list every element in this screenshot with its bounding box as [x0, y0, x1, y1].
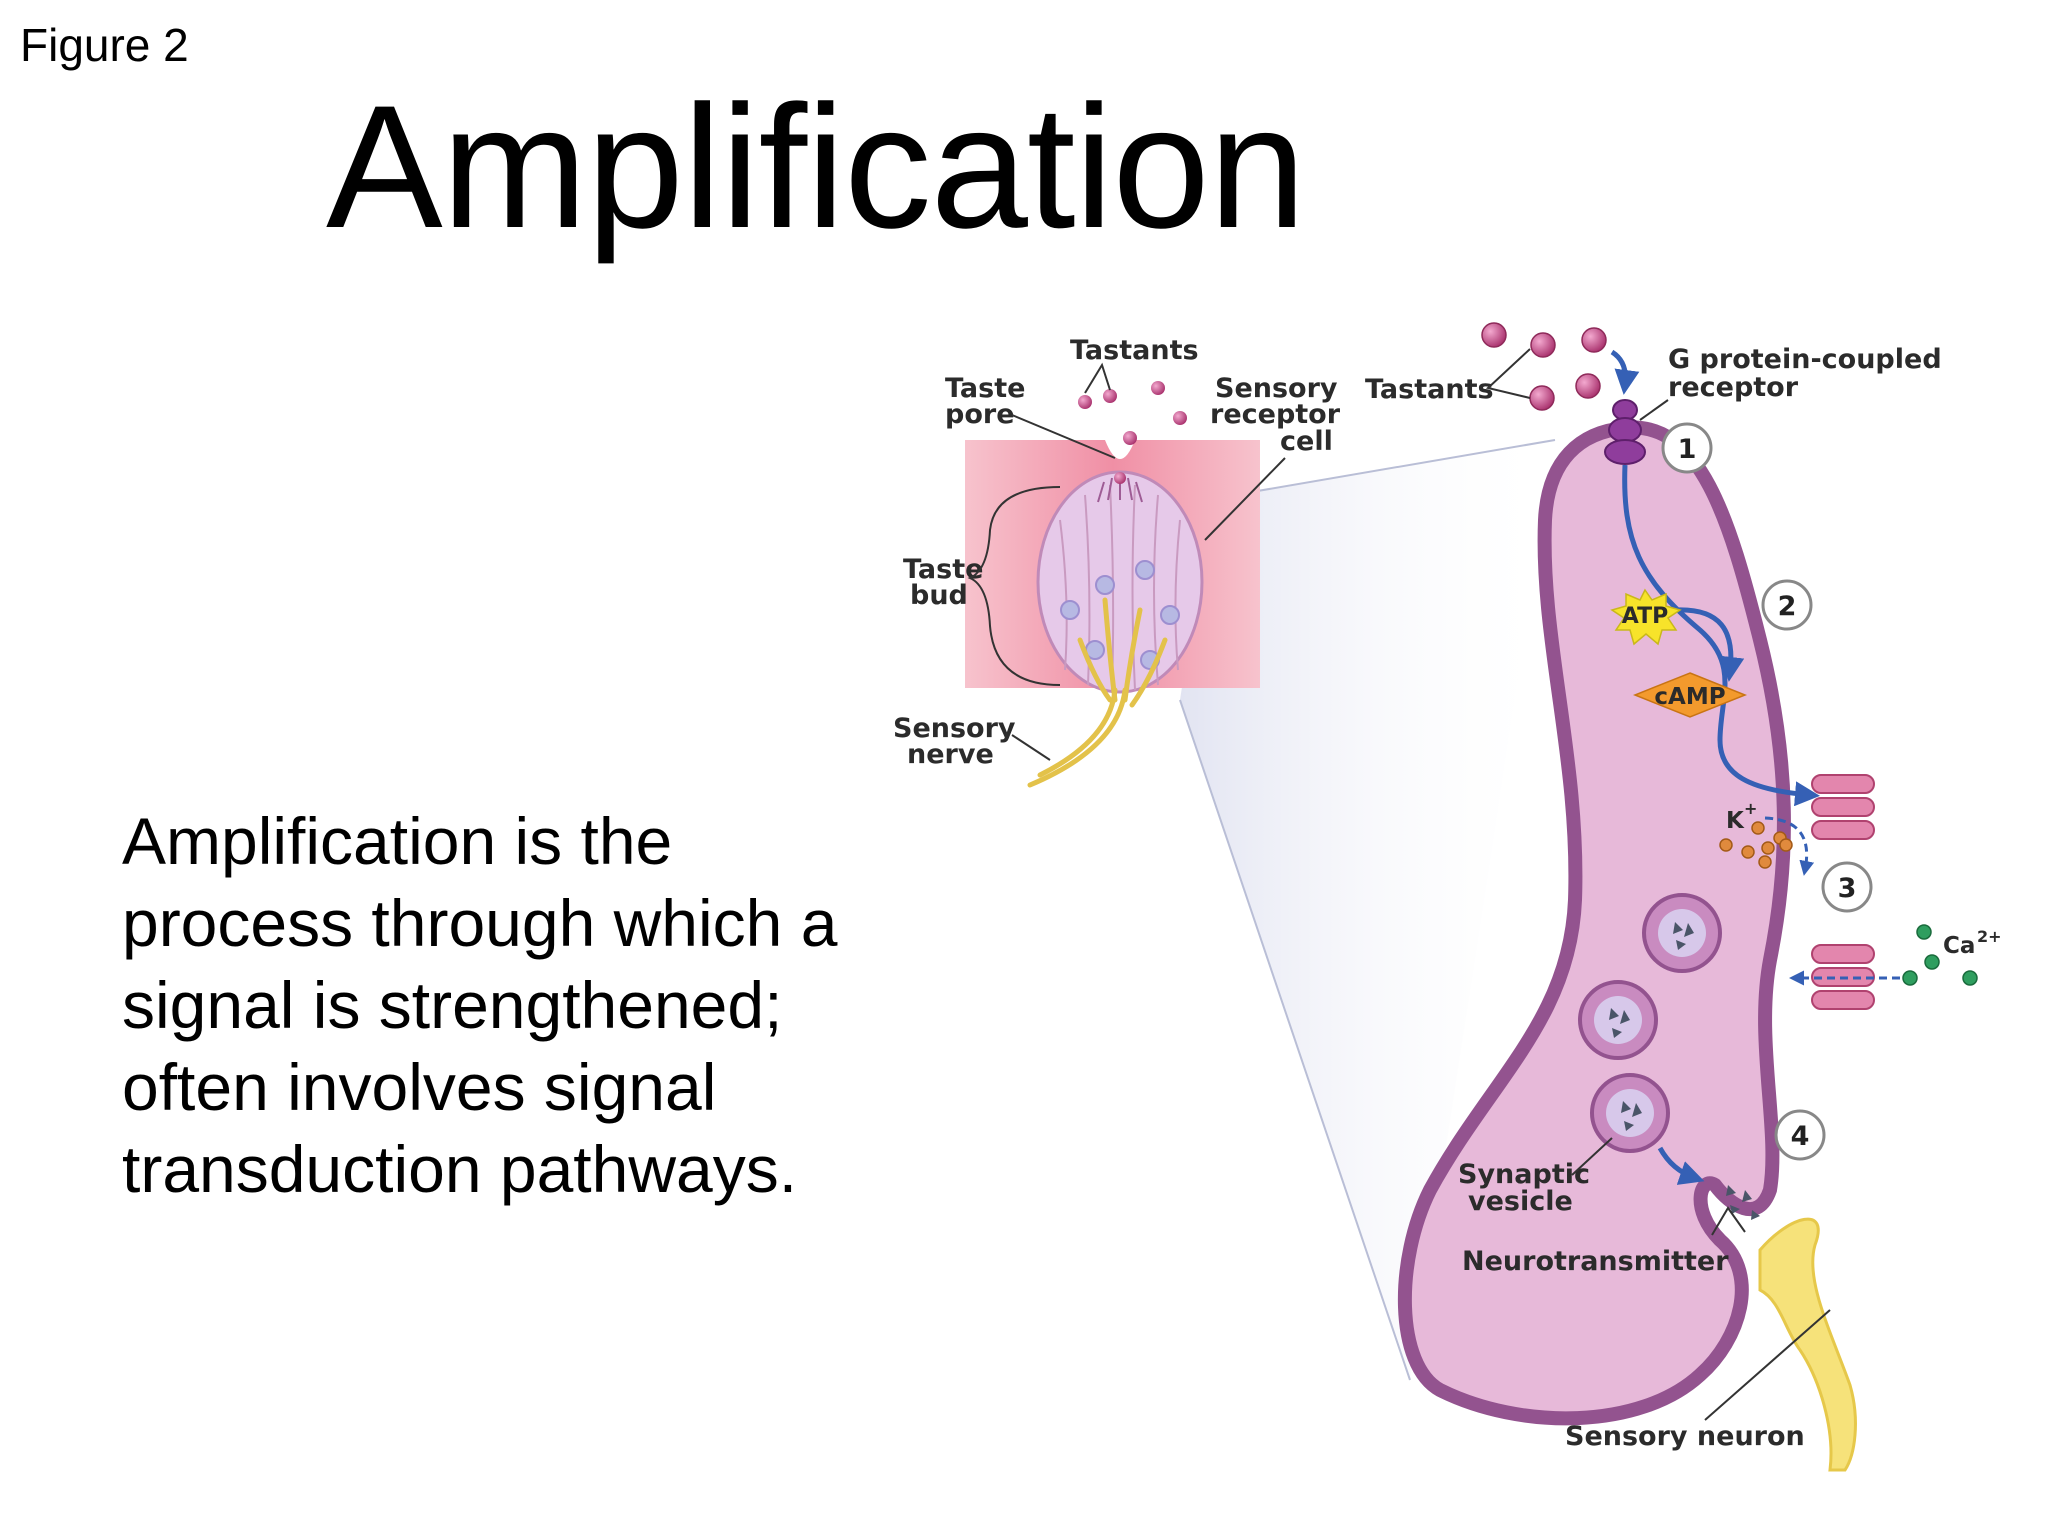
- svg-text:3: 3: [1838, 873, 1857, 904]
- sensory-nerve-leader: [1011, 734, 1051, 761]
- body-line: signal is strengthened;: [122, 968, 783, 1042]
- k-ion-superscript: +: [1744, 799, 1757, 818]
- calcium-ions: [1902, 924, 1978, 986]
- svg-text:2: 2: [1778, 591, 1797, 622]
- exocytosis-arrow: [1657, 1146, 1705, 1185]
- body-line: process through which a: [122, 886, 838, 960]
- neurotransmitter-leader: [1711, 1206, 1746, 1236]
- figure-label: Figure 2: [20, 19, 189, 71]
- sensory-neuron-label: Sensory neuron: [1565, 1421, 1805, 1452]
- step-badge-2: 2: [1761, 579, 1813, 631]
- sensory-receptor-leader: [1204, 457, 1286, 541]
- taste-bud-illustration: [965, 381, 1260, 788]
- tastants-label: Tastants: [1070, 335, 1199, 366]
- body-line: Amplification is the: [122, 804, 673, 878]
- neurotransmitter-molecules: [1609, 922, 1760, 1220]
- camp-label: cAMP: [1654, 684, 1725, 710]
- atp-burst: [1610, 588, 1682, 646]
- tastants-outside: [1481, 322, 1607, 411]
- neurotransmitter-label: Neurotransmitter: [1462, 1246, 1729, 1277]
- zoom-wedge: [1180, 440, 1555, 1380]
- atp-label: ATP: [1622, 604, 1668, 629]
- taste-bud-label: Taste: [903, 554, 983, 585]
- svg-text:4: 4: [1791, 1121, 1810, 1152]
- gpcr-label: receptor: [1668, 372, 1799, 403]
- cell-nuclei: [1060, 560, 1180, 670]
- atp-to-camp-arrow: [1674, 607, 1745, 682]
- gpcr-label: G protein-coupled: [1668, 344, 1942, 375]
- ca-ion-label: Ca: [1943, 933, 1975, 959]
- sensory-nerve-label: Sensory: [893, 713, 1016, 744]
- k-channel: [1811, 774, 1875, 840]
- synaptic-vesicle-label: Synaptic: [1458, 1159, 1590, 1190]
- body-line: often involves signal: [122, 1050, 717, 1124]
- synaptic-vesicle-label: vesicle: [1468, 1186, 1573, 1217]
- svg-text:1: 1: [1678, 434, 1697, 465]
- taste-bud-bracket: [967, 486, 1061, 686]
- tastants-leader-cell: [1485, 348, 1531, 399]
- taste-pore-leader: [1011, 414, 1116, 459]
- step-badge-4: 4: [1774, 1109, 1826, 1161]
- taste-pore-gap: [1105, 440, 1135, 459]
- tastant-binding-arrow: [1610, 349, 1640, 395]
- zoom-line: [1179, 699, 1411, 1381]
- taste-bud-labels: Tastants Taste pore Sensory receptor cel…: [893, 335, 1341, 770]
- synaptic-vesicles: [1578, 893, 1722, 1153]
- sensory-receptor-cell-label: receptor: [1210, 399, 1341, 430]
- step-badge-1: 1: [1661, 422, 1713, 474]
- taste-bud-label: bud: [910, 580, 968, 611]
- microvilli: [1097, 476, 1143, 503]
- sensory-receptor-cell-label: Sensory: [1215, 373, 1338, 404]
- sensory-nerve-label: nerve: [907, 739, 994, 770]
- taste-pore-label: Taste: [945, 373, 1025, 404]
- tastant-particles-small: [1078, 381, 1187, 484]
- k-efflux-arrow: [1764, 816, 1815, 876]
- tastants-label-cell: Tastants: [1365, 374, 1494, 405]
- ca-ion-superscript: 2+: [1977, 927, 2002, 946]
- gpcr-leader: [1639, 399, 1669, 421]
- sensory-neuron: [1758, 1217, 1857, 1472]
- sensory-nerve-fibers: [1027, 597, 1168, 788]
- sensory-neuron-leader: [1704, 1309, 1831, 1421]
- step-badge-3: 3: [1821, 861, 1873, 913]
- g-protein-coupled-receptor: [1604, 399, 1646, 465]
- k-ion-label: K: [1726, 808, 1745, 834]
- zoom-line: [1204, 439, 1556, 501]
- synaptic-vesicle-leader: [1571, 1137, 1613, 1176]
- body-text: Amplification is the process through whi…: [122, 800, 922, 1210]
- taste-pore-label: pore: [945, 399, 1015, 430]
- tastants-leader: [1084, 362, 1111, 394]
- body-line: transduction pathways.: [122, 1132, 798, 1206]
- sensory-receptor-cell-label: cell: [1280, 426, 1333, 457]
- slide-title: Amplification: [326, 70, 1306, 265]
- camp-diamond: [1632, 672, 1748, 718]
- potassium-ions: [1719, 821, 1793, 869]
